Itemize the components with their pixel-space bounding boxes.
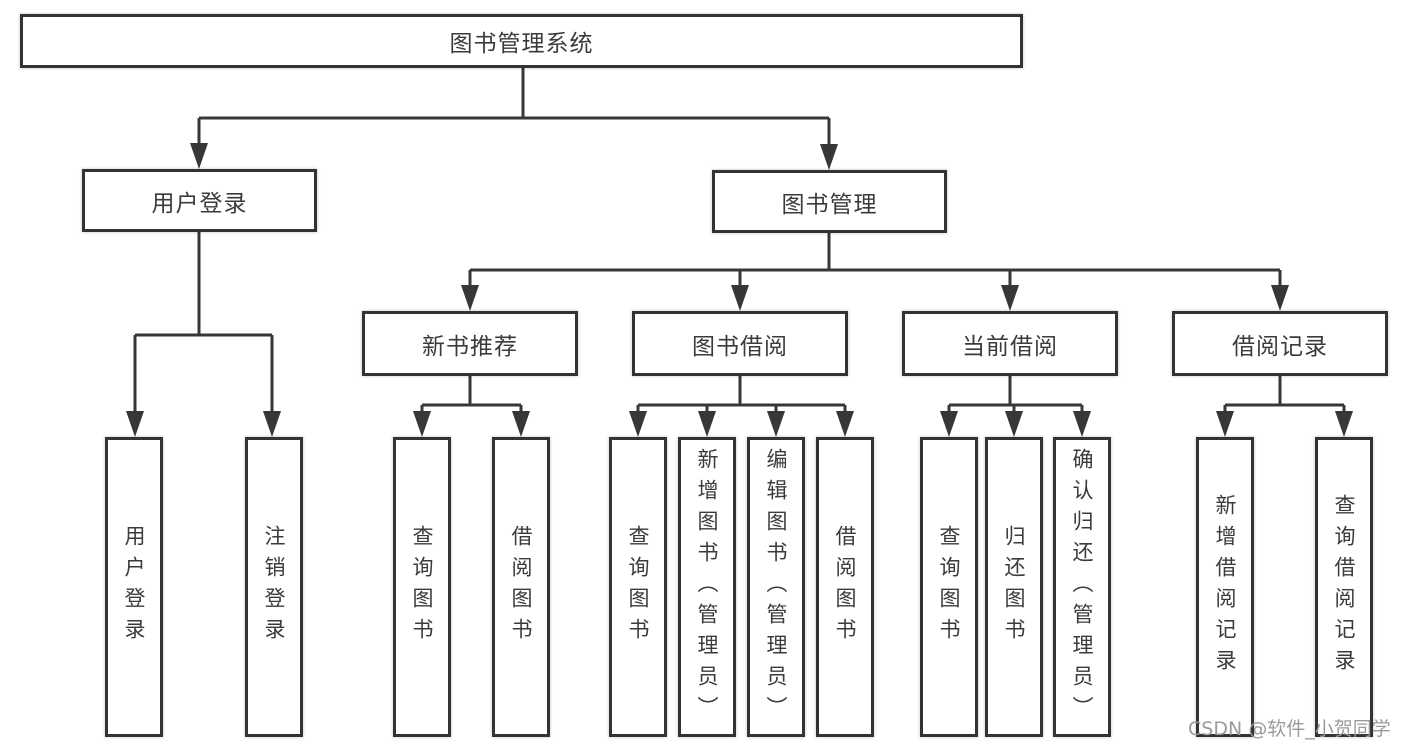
node-book-borrowing-label: 图书借阅 — [692, 333, 788, 360]
csdn-watermark: CSDN @软件_小贺同学 — [1188, 718, 1391, 740]
node-current-confirm-return-admin-label: 确认归还（管理员） — [1070, 447, 1094, 727]
node-book-management-label: 图书管理 — [781, 191, 878, 218]
node-book-management: 图书管理 — [712, 170, 947, 233]
node-recommend-borrow-book-label: 借阅图书 — [509, 525, 533, 649]
node-borrowing-records-label: 借阅记录 — [1232, 333, 1328, 360]
node-new-book-recommend: 新书推荐 — [362, 311, 578, 376]
node-borrowing-add-book-admin: 新增图书（管理员） — [678, 437, 736, 737]
node-borrowing-records: 借阅记录 — [1172, 311, 1388, 376]
node-records-add-record-label: 新增借阅记录 — [1213, 494, 1237, 680]
node-current-query-book-label: 查询图书 — [937, 525, 961, 649]
node-current-query-book: 查询图书 — [920, 437, 978, 737]
node-root: 图书管理系统 — [20, 14, 1023, 68]
node-user-login-label: 用户登录 — [151, 190, 248, 217]
node-current-borrowing: 当前借阅 — [902, 311, 1118, 376]
node-user-login-action: 用户登录 — [105, 437, 163, 737]
node-current-confirm-return-admin: 确认归还（管理员） — [1053, 437, 1111, 737]
node-logout-label: 注销登录 — [262, 525, 286, 649]
node-logout: 注销登录 — [245, 437, 303, 737]
node-records-query-record: 查询借阅记录 — [1315, 437, 1373, 737]
node-current-borrowing-label: 当前借阅 — [962, 333, 1058, 360]
node-borrowing-edit-book-admin: 编辑图书（管理员） — [747, 437, 805, 737]
node-records-query-record-label: 查询借阅记录 — [1332, 494, 1356, 680]
node-new-book-recommend-label: 新书推荐 — [422, 333, 518, 360]
node-borrowing-add-book-admin-label: 新增图书（管理员） — [695, 447, 719, 727]
node-user-login: 用户登录 — [82, 169, 317, 232]
node-recommend-query-book-label: 查询图书 — [410, 525, 434, 649]
node-root-label: 图书管理系统 — [449, 31, 594, 57]
node-user-login-action-label: 用户登录 — [122, 525, 146, 649]
node-borrowing-borrow-book: 借阅图书 — [816, 437, 874, 737]
node-borrowing-query-book: 查询图书 — [609, 437, 667, 737]
node-current-return-book: 归还图书 — [985, 437, 1043, 737]
node-borrowing-query-book-label: 查询图书 — [626, 525, 650, 649]
node-recommend-query-book: 查询图书 — [393, 437, 451, 737]
node-borrowing-borrow-book-label: 借阅图书 — [833, 525, 857, 649]
node-book-borrowing: 图书借阅 — [632, 311, 848, 376]
node-records-add-record: 新增借阅记录 — [1196, 437, 1254, 737]
node-recommend-borrow-book: 借阅图书 — [492, 437, 550, 737]
node-borrowing-edit-book-admin-label: 编辑图书（管理员） — [764, 447, 788, 727]
node-current-return-book-label: 归还图书 — [1002, 525, 1026, 649]
